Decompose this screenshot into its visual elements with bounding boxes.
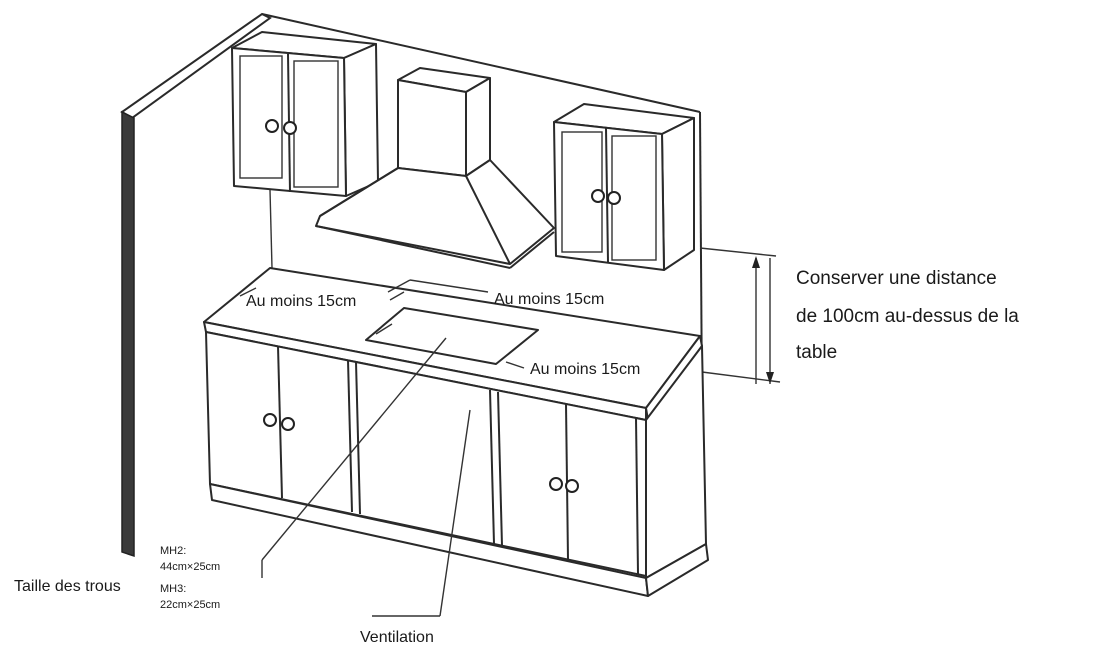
ventilation-label: Ventilation — [360, 629, 434, 646]
mh3-label: MH3: — [160, 583, 186, 595]
leader-lines — [261, 337, 471, 617]
range-hood — [315, 67, 555, 269]
mh2-size: 44cm×25cm — [160, 561, 220, 573]
wall-cabinet-right — [553, 103, 695, 271]
side-wall — [120, 12, 704, 558]
worktop — [203, 267, 703, 421]
hole-size-title: Taille des trous — [14, 578, 121, 595]
clearance-front-label: Au moins 15cm — [530, 361, 640, 378]
height-note-line-1: Conserver une distance — [796, 268, 997, 289]
mh2-label: MH2: — [160, 545, 186, 557]
mh3-size: 22cm×25cm — [160, 599, 220, 611]
height-dimension — [699, 247, 781, 384]
clearance-left-label: Au moins 15cm — [246, 293, 356, 310]
height-note-line-2: de 100cm au-dessus de la — [796, 306, 1019, 327]
hob-cutout — [365, 307, 539, 365]
base-cabinets — [205, 331, 709, 597]
wall-cabinet-left — [231, 31, 379, 197]
height-note-line-3: table — [796, 342, 837, 363]
clearance-back-label: Au moins 15cm — [494, 291, 604, 308]
